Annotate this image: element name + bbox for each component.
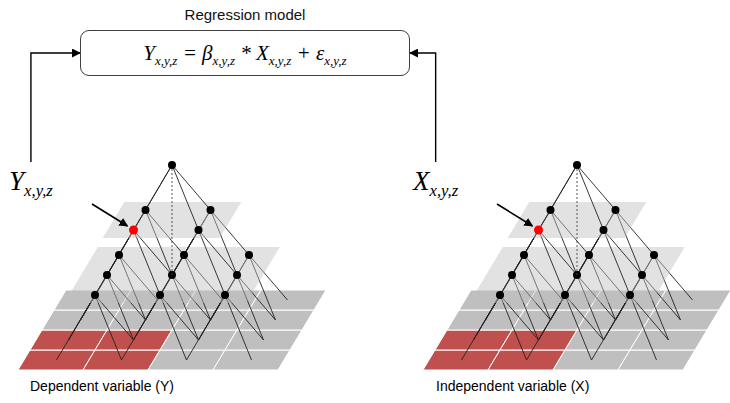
pyramid-link <box>199 230 226 295</box>
pyramid-node <box>561 291 569 299</box>
pyramid-node <box>103 271 111 279</box>
variable-label: Yx,y,z <box>6 164 56 199</box>
pyramid-node <box>650 251 658 259</box>
pyramid-caption: Independent variable (X) <box>436 378 589 394</box>
leader-arrow <box>497 204 533 226</box>
variable-label: Xx,y,z <box>410 164 461 199</box>
regression-formula: Yx,y,z = βx,y,z * Xx,y,z + εx,y,z <box>143 41 346 66</box>
pyramid-node <box>168 161 176 169</box>
pyramid-link <box>539 165 578 230</box>
pyramid-node <box>547 206 555 214</box>
pyramid-node <box>233 271 241 279</box>
pyramid-link <box>577 165 616 210</box>
pyramid-node <box>156 291 164 299</box>
pyramid-link <box>172 165 211 210</box>
pyramid-link <box>500 295 527 360</box>
pyramid-node <box>221 291 229 299</box>
target-voxel <box>534 226 543 235</box>
pyramid-node <box>91 291 99 299</box>
pyramid-plane <box>508 202 647 238</box>
pyramid-link <box>134 165 173 230</box>
pyramid-link <box>146 165 173 210</box>
pyramid-axis <box>577 165 578 275</box>
pyramid-node <box>142 206 150 214</box>
pyramid-link <box>95 295 122 360</box>
pyramid-node <box>585 251 593 259</box>
pyramid-node <box>638 271 646 279</box>
pyramid-link <box>172 165 199 230</box>
pyramid-link <box>551 165 578 210</box>
connector-arrow <box>31 53 80 162</box>
pyramid-node <box>600 226 608 234</box>
pyramid-node <box>626 291 634 299</box>
pyramid-link <box>604 230 631 295</box>
pyramid-link <box>225 295 252 360</box>
connector-arrow <box>410 53 436 162</box>
pyramid-axis <box>172 165 173 275</box>
pyramid-node <box>245 251 253 259</box>
pyramid-node <box>207 206 215 214</box>
pyramid-plane <box>103 202 242 238</box>
pyramid-node <box>520 251 528 259</box>
pyramid-node <box>115 251 123 259</box>
pyramid-link <box>577 165 604 230</box>
pyramid-link <box>565 295 592 360</box>
pyramid-node <box>612 206 620 214</box>
pyramid-link <box>160 295 187 360</box>
pyramid-node <box>180 251 188 259</box>
variable-symbol: Xx,y,z <box>410 164 461 199</box>
pyramid-node <box>508 271 516 279</box>
pyramid-node <box>573 161 581 169</box>
pyramid-node <box>195 226 203 234</box>
pyramid-link <box>630 295 657 360</box>
pyramid-link <box>134 230 161 295</box>
regression-model-box: Regression modelYx,y,z = βx,y,z * Xx,y,z… <box>80 30 410 76</box>
variable-symbol: Yx,y,z <box>6 164 56 199</box>
leader-arrow <box>92 204 128 226</box>
target-voxel <box>129 226 138 235</box>
model-heading: Regression model <box>81 6 409 23</box>
pyramid-link <box>539 230 566 295</box>
pyramid-node <box>496 291 504 299</box>
pyramid-caption: Dependent variable (Y) <box>30 378 174 394</box>
